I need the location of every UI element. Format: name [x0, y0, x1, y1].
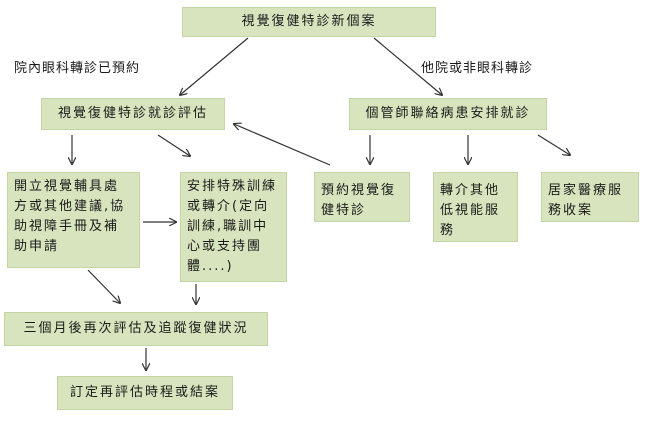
- node-coordinator: 個管師聯絡病患安排就診: [349, 98, 547, 130]
- arrow-new-to-coordinator: [373, 37, 442, 95]
- node-evaluation: 視覺復健特診就診評估: [41, 98, 225, 130]
- arrow-eval-to-training: [157, 134, 190, 156]
- node-home-care: 居家醫療服務收案: [541, 172, 639, 222]
- label-external-referral: 他院或非眼科轉診: [421, 61, 534, 76]
- label-internal-referral: 院內眼科轉診已預約: [14, 61, 141, 76]
- arrow-prescribe-to-followup: [87, 269, 120, 303]
- node-schedule: 訂定再評估時程或結案: [57, 376, 233, 410]
- node-special-training: 安排特殊訓練或轉介(定向訓練,職訓中心或支持團體....): [180, 172, 287, 282]
- arrow-new-to-eval: [180, 37, 249, 95]
- arrow-coord-to-home: [537, 134, 570, 155]
- node-prescribe-aids: 開立視覺輔具處方或其他建議,協助視障手冊及補助申請: [7, 172, 140, 268]
- node-new-case: 視覺復健特診新個案: [182, 7, 436, 37]
- node-refer-other: 轉介其他低視能服務: [433, 172, 518, 242]
- node-followup: 三個月後再次評估及追蹤復健狀況: [4, 312, 268, 346]
- arrow-book-to-eval: [234, 124, 331, 166]
- node-book-special: 預約視覺復健特診: [314, 172, 410, 222]
